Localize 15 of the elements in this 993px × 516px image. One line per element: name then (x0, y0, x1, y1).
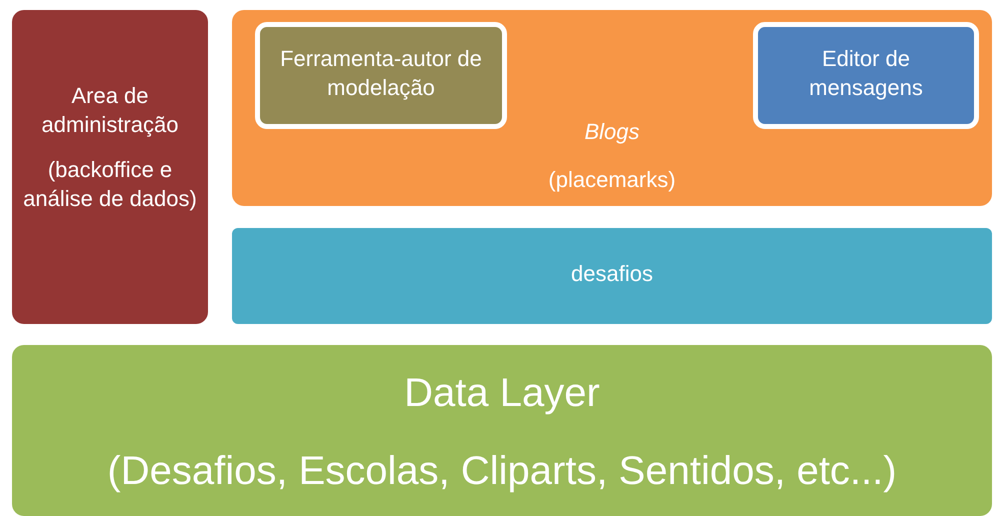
box-heading: Blogs (583, 118, 641, 146)
inner-box (753, 22, 979, 129)
panel (232, 10, 992, 206)
panel (12, 345, 992, 516)
box-heading: Area de administração (40, 82, 180, 139)
box-label: Editor de mensagens (808, 45, 924, 102)
box-note: (placemarks) (547, 166, 677, 194)
inner-box (255, 22, 507, 129)
panel (12, 10, 208, 324)
box-note: (Desafios, Escolas, Cliparts, Sentidos, etc...) (106, 448, 898, 495)
box-note: (backoffice e análise de dados) (22, 156, 198, 213)
box-label: desafios (570, 260, 654, 288)
box-label: Ferramenta-autor de modelação (279, 45, 483, 102)
panel (232, 228, 992, 324)
box-heading: Data Layer (403, 370, 601, 417)
